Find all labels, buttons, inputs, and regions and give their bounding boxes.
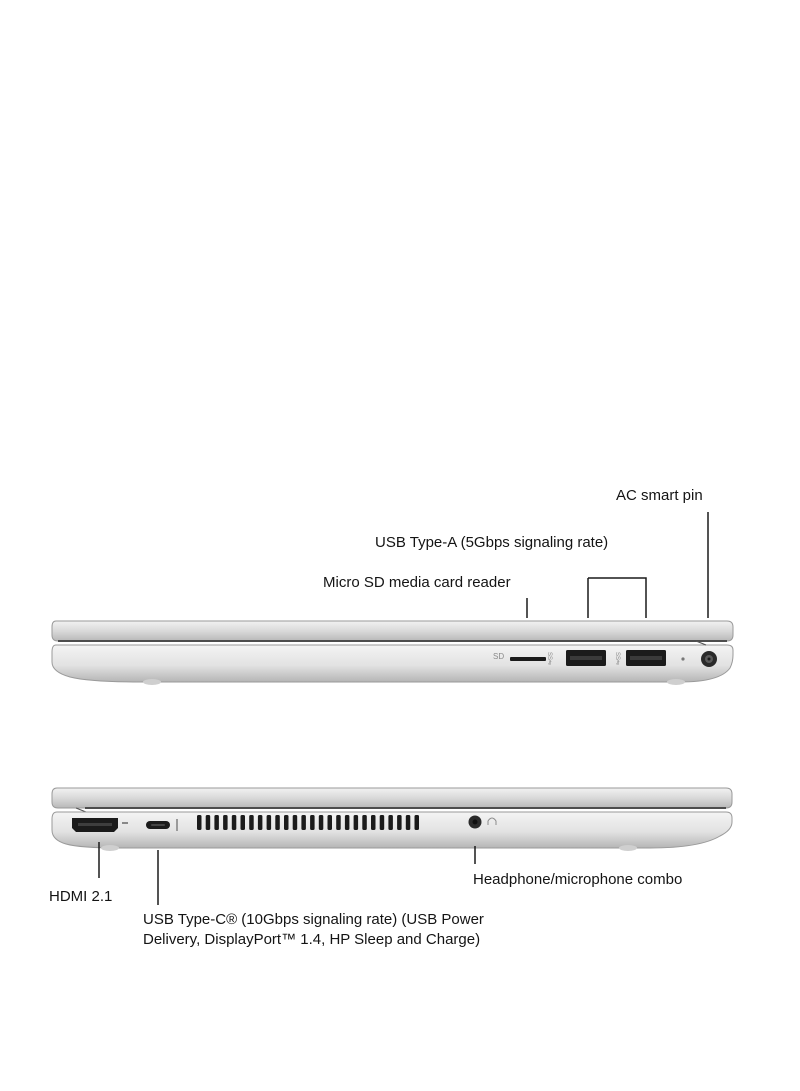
ac-smart-pin-port	[701, 651, 717, 667]
usb-a-port-1	[566, 650, 606, 666]
usb-type-c-label-line2: Delivery, DisplayPort™ 1.4, HP Sleep and…	[143, 931, 481, 948]
vent-slot	[240, 815, 245, 830]
vent-slot	[379, 815, 385, 830]
vent-slot	[414, 815, 419, 830]
vent-slot	[205, 815, 211, 830]
usb-c-marking-icon	[176, 819, 178, 831]
audio-jack	[468, 815, 482, 829]
hdmi-label: HDMI 2.1	[49, 888, 113, 905]
ac-smart-pin-label: AC smart pin	[616, 487, 703, 504]
vent-slot	[310, 815, 315, 830]
vent-slot	[405, 815, 411, 830]
usb-type-a-label: USB Type-A (5Gbps signaling rate)	[375, 534, 609, 551]
vent-slot	[266, 815, 272, 830]
micro-sd-label: Micro SD media card reader	[323, 574, 511, 591]
vent-slot	[292, 815, 298, 830]
headphone-mic-label: Headphone/microphone combo	[473, 871, 683, 888]
laptop-left-side-view	[51, 787, 733, 851]
cooling-vent	[197, 815, 419, 830]
vent-slot	[249, 815, 254, 830]
vent-slot	[327, 815, 332, 830]
usb-a-2-marking: SS⇋	[614, 652, 620, 666]
power-led-icon	[681, 657, 685, 661]
vent-slot	[284, 815, 289, 830]
vent-slot	[353, 815, 359, 830]
laptop-right-side-view	[51, 620, 734, 685]
vent-slot	[371, 815, 376, 830]
vent-slot	[336, 815, 341, 830]
vent-slot	[214, 815, 219, 830]
vent-slot	[231, 815, 237, 830]
usb-type-c-label-line1: USB Type-C® (10Gbps signaling rate) (USB…	[143, 911, 484, 928]
hdmi-marking-icon	[122, 822, 128, 824]
vent-slot	[362, 815, 367, 830]
usb-type-c-label: USB Type-C® (10Gbps signaling rate) (USB…	[143, 910, 563, 950]
vent-slot	[275, 815, 280, 830]
vent-slot	[344, 815, 350, 830]
vent-slot	[301, 815, 306, 830]
usb-a-port-2	[626, 650, 666, 666]
callouts-right-side	[526, 512, 709, 618]
callouts-left-side	[98, 842, 476, 905]
vent-slot	[318, 815, 324, 830]
vent-slot	[197, 815, 202, 830]
headset-icon	[487, 817, 497, 825]
sd-marking: SD	[493, 652, 505, 661]
vent-slot	[223, 815, 228, 830]
usb-a-1-marking: SS⇋	[546, 652, 552, 666]
vent-slot	[397, 815, 402, 830]
vent-slot	[257, 815, 263, 830]
vent-slot	[388, 815, 393, 830]
micro-sd-slot	[510, 657, 546, 661]
usb-c-port	[146, 821, 170, 829]
hdmi-port	[72, 818, 118, 832]
